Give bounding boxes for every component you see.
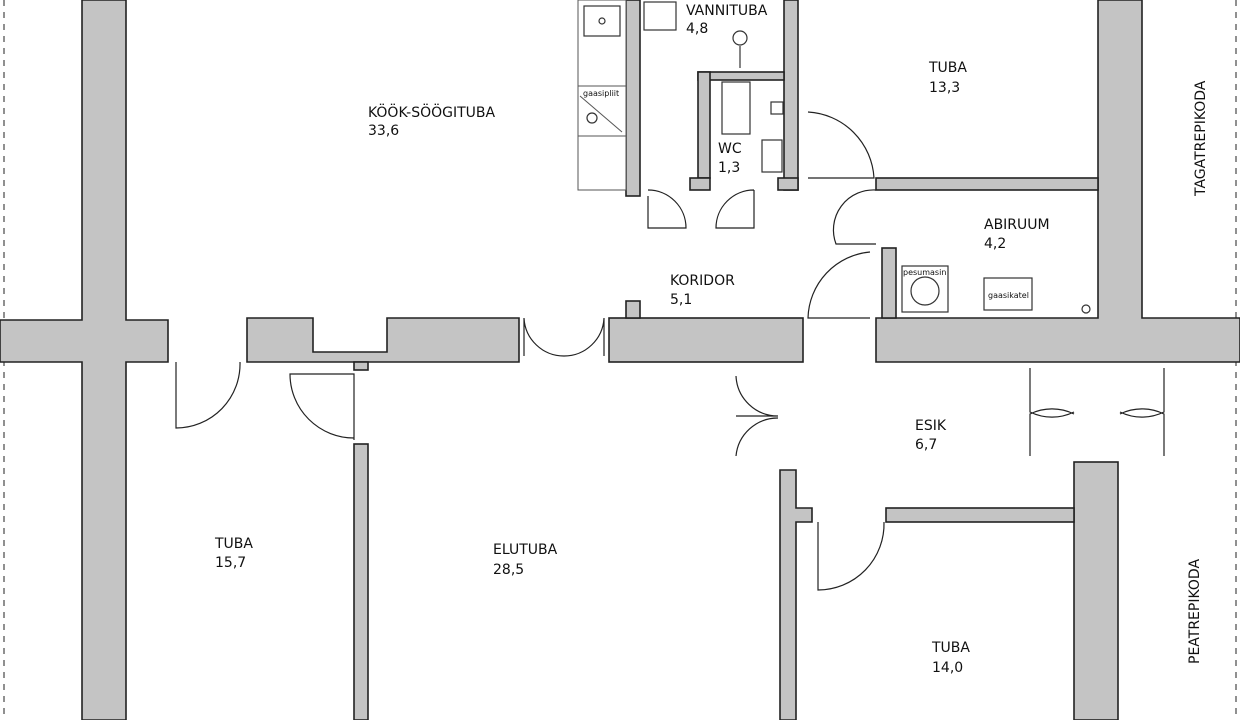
door-swing-tuba-sw bbox=[175, 361, 241, 429]
room-abiruum-name: ABIRUUM bbox=[984, 217, 1050, 233]
koridor-south-wall bbox=[608, 317, 804, 363]
wc-sink-icon bbox=[761, 139, 783, 173]
room-wc-name: WC bbox=[718, 141, 742, 157]
wc-top-wall bbox=[697, 71, 785, 81]
room-koridor-name: KORIDOR bbox=[670, 273, 735, 289]
room-tuba-ne-area: 13,3 bbox=[929, 80, 960, 96]
elutuba-west-wall bbox=[353, 443, 369, 720]
esik-east-wall bbox=[1073, 461, 1119, 720]
wc-west-wall-foot bbox=[689, 177, 711, 191]
stove-label: gaasipliit bbox=[583, 89, 619, 98]
room-kook-area: 33,6 bbox=[368, 123, 399, 139]
room-tuba-sw-name: TUBA bbox=[214, 536, 253, 552]
tuba-se-north-wall bbox=[885, 507, 1075, 523]
door-koridor-left-leaf bbox=[523, 317, 565, 357]
main-stairwell-label: PEATREPIKODA bbox=[1187, 559, 1203, 664]
door-esik-west-top bbox=[735, 375, 779, 417]
drain-icon bbox=[1081, 304, 1091, 314]
gas-boiler-icon bbox=[983, 277, 1033, 311]
room-esik-area: 6,7 bbox=[915, 437, 937, 453]
door-kitchen-bath bbox=[647, 189, 687, 229]
stove-burner-icon bbox=[586, 112, 598, 124]
door-tuba-se bbox=[817, 521, 885, 591]
abiruum-west-wall bbox=[881, 247, 897, 319]
bath-east-wall bbox=[783, 0, 799, 191]
room-kook-name: KÖÖK-SÖÖGITUBA bbox=[368, 103, 496, 121]
room-elutuba-area: 28,5 bbox=[493, 562, 524, 578]
room-tuba-se-area: 14,0 bbox=[932, 660, 963, 676]
room-vannituba-area: 4,8 bbox=[686, 21, 708, 37]
wall-stub-a bbox=[353, 361, 369, 371]
room-labels: KÖÖK-SÖÖGITUBA 33,6 VANNITUBA 4,8 WC 1,3… bbox=[214, 3, 1209, 676]
room-tuba-ne-name: TUBA bbox=[928, 60, 967, 76]
room-koridor-area: 5,1 bbox=[670, 292, 692, 308]
elutuba-east-wall bbox=[779, 469, 813, 720]
kitchen-counter: gaasipliit bbox=[577, 0, 627, 191]
room-wc-area: 1,3 bbox=[718, 160, 740, 176]
room-tuba-sw-area: 15,7 bbox=[215, 555, 246, 571]
washing-machine-drum-icon bbox=[910, 276, 940, 306]
door-main-entry-bottom bbox=[1029, 408, 1165, 456]
washer-label: pesumasin bbox=[903, 268, 946, 277]
room-abiruum-area: 4,2 bbox=[984, 236, 1006, 252]
room-tuba-se-name: TUBA bbox=[931, 640, 970, 656]
shower-head-icon bbox=[732, 30, 748, 46]
doors bbox=[175, 111, 1165, 591]
door-main-entry-top bbox=[1029, 368, 1165, 418]
wc-west-wall bbox=[697, 71, 711, 179]
room-vannituba-name: VANNITUBA bbox=[686, 3, 768, 19]
koridor-wall-stub bbox=[625, 300, 641, 319]
room-esik-name: ESIK bbox=[915, 418, 947, 434]
room-elutuba-name: ELUTUBA bbox=[493, 542, 558, 558]
back-stairwell-label: TAGATREPIKODA bbox=[1193, 80, 1209, 197]
tuba-ne-south-wall bbox=[875, 177, 1099, 191]
boiler-label: gaasikatel bbox=[988, 291, 1029, 300]
washing-machine-icon bbox=[901, 265, 949, 313]
door-tuba-ne bbox=[807, 111, 875, 179]
sink-drain-icon bbox=[598, 17, 606, 25]
riser-pipe-icon bbox=[770, 101, 784, 115]
bathroom-fixtures bbox=[643, 1, 784, 173]
door-wc bbox=[715, 189, 755, 229]
bath-sink-icon bbox=[643, 1, 677, 31]
door-esik-west-bottom bbox=[735, 417, 779, 457]
door-esik-north bbox=[807, 251, 871, 319]
kitchen-sink-icon bbox=[583, 5, 621, 37]
door-koridor-right-leaf bbox=[563, 317, 605, 357]
left-outer-wall bbox=[0, 0, 169, 720]
wc-east-wall-foot bbox=[777, 177, 799, 191]
door-swing-elutuba bbox=[289, 373, 355, 440]
central-corridor-wall bbox=[246, 317, 520, 363]
door-abiruum bbox=[832, 189, 877, 245]
kitchen-bath-partition bbox=[625, 0, 641, 197]
counter-diagonal-line bbox=[579, 95, 623, 133]
kitchen-counter-base bbox=[577, 0, 627, 191]
right-outer-wall bbox=[875, 0, 1240, 363]
toilet-icon bbox=[721, 81, 751, 135]
utility-fixtures: pesumasin gaasikatel bbox=[901, 265, 1091, 314]
